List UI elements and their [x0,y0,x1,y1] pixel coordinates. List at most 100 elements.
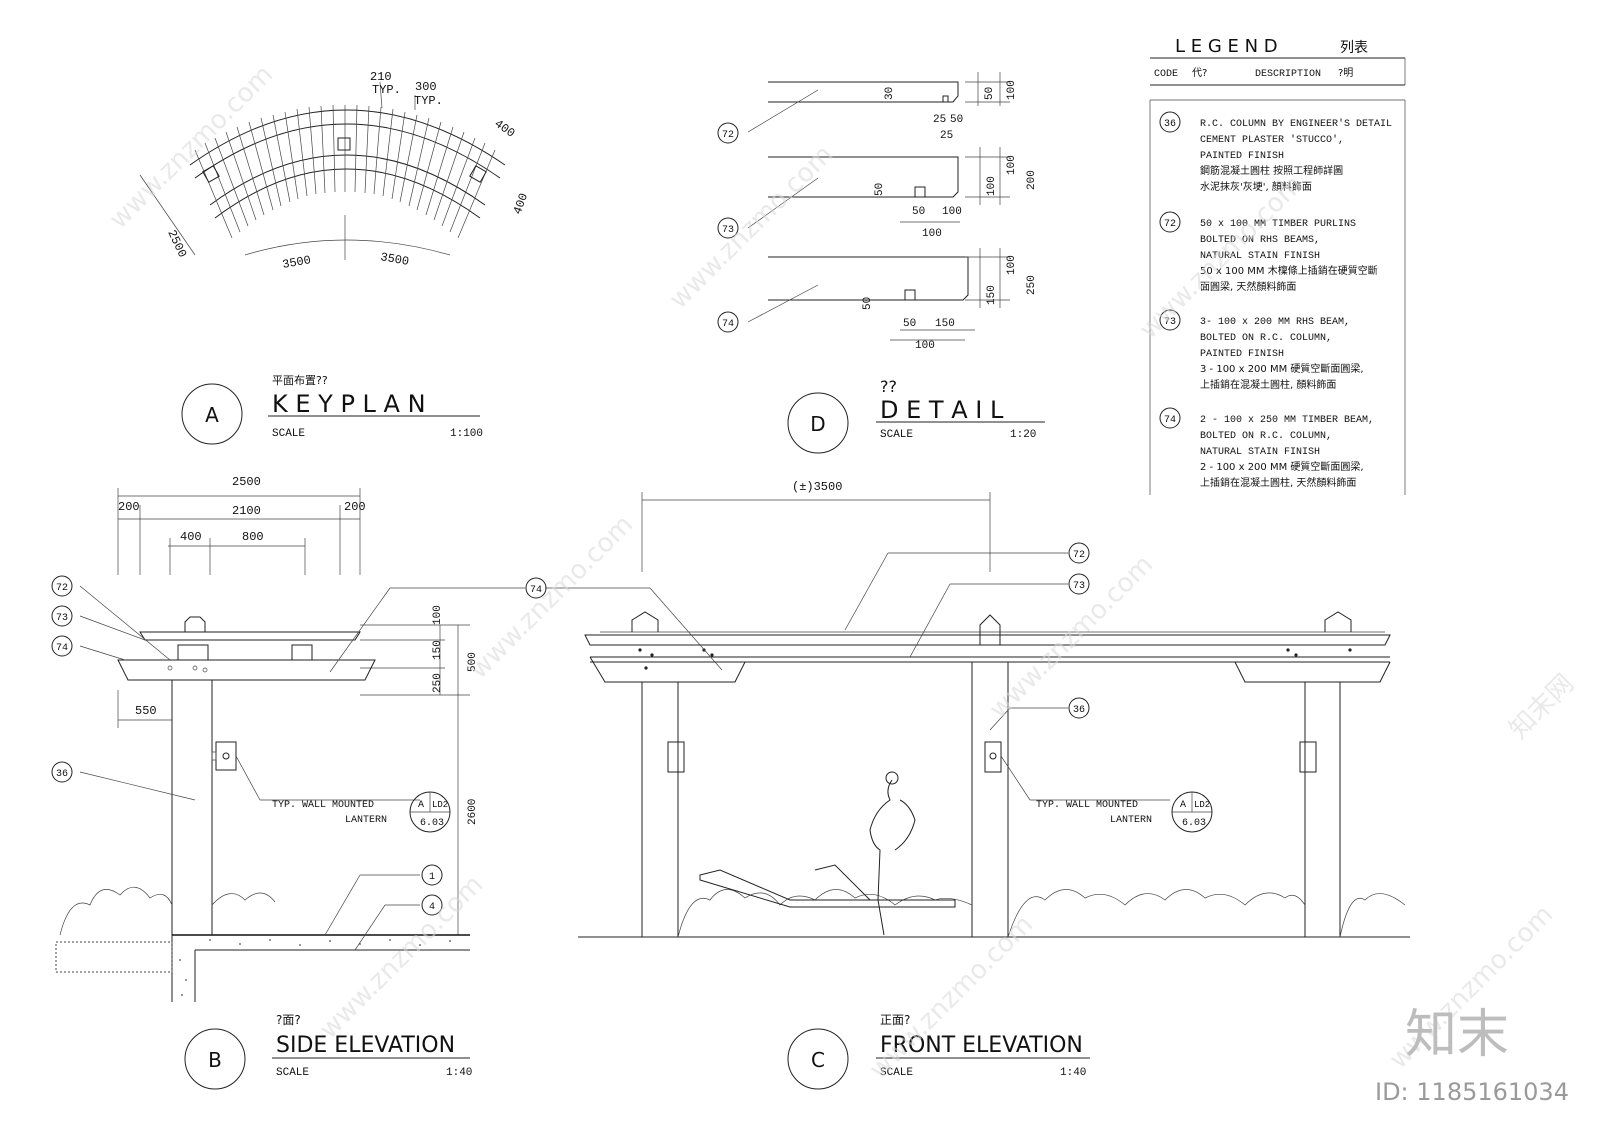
legend-line: 3 - 100 x 200 MM 硬質空斷面圓梁, [1200,362,1364,375]
front-lantern-line2: LANTERN [1110,815,1152,826]
view-title-d: D E T A I L [880,396,1004,424]
scale-value-b: 1:40 [446,1067,472,1079]
legend-code: 73 [1164,317,1176,328]
shared-tag-74: 74 [530,585,542,596]
view-letter-a: A [205,403,219,427]
legend-item-36: 36 R.C. COLUMN BY ENGINEER'S DETAIL CEME… [1159,111,1392,193]
legend-line: 50 x 100 MM 木檁條上插銷在硬質空斷 [1200,264,1378,277]
legend-line: PAINTED FINISH [1200,151,1284,162]
legend-line: 3- 100 x 200 MM RHS BEAM, [1200,317,1350,328]
legend-col-desc-cn: ?明 [1338,67,1353,79]
side-dim-400: 400 [180,530,202,544]
d72-50a: 50 [950,114,963,126]
dim-3500-b: 3500 [379,250,410,269]
key-plan-drawing: 210 TYP. 300 TYP. 400 400 2500 3500 3500 [139,70,532,272]
view-cn-c: 正面? [880,1013,910,1027]
side-dim-200-b: 200 [344,500,366,514]
watermark-site: www.znzmo.com [464,510,639,685]
dim-typ-1: TYP. [372,83,401,97]
detail-tag-73: 73 [722,225,734,236]
title-block-b: B ?面? SIDE ELEVATION SCALE 1:40 [184,1013,472,1090]
legend-line: BOLTED ON R.C. COLUMN, [1200,431,1332,442]
d74-250: 250 [1026,275,1038,295]
legend-item-73: 73 3- 100 x 200 MM RHS BEAM, BOLTED ON R… [1159,309,1364,391]
legend-line: 上插銷在混凝土圓柱, 顏料飾面 [1200,378,1336,391]
legend-line: CEMENT PLASTER 'STUCCO', [1200,134,1344,146]
legend-title: L E G E N D [1175,36,1278,57]
legend-line: 水泥抹灰'灰埂', 顏料飾面 [1200,180,1312,193]
title-block-c: C 正面? FRONT ELEVATION SCALE 1:40 [787,1013,1090,1090]
side-ref-ld: LD2 [432,800,448,810]
d72-25a: 25 [933,114,946,126]
scale-label-b: SCALE [276,1067,309,1079]
side-dim-100: 100 [432,605,444,625]
side-dim-2100: 2100 [232,504,261,518]
side-tag-72: 72 [56,583,68,594]
d73-50v: 50 [874,183,886,196]
d73-100r: 100 [1006,155,1018,175]
dim-400-a: 400 [492,117,518,141]
dim-300: 300 [415,80,437,94]
watermark-site: www.znzmo.com [314,870,489,1045]
side-dim-250: 250 [432,673,444,693]
legend-title-cn: 列表 [1340,40,1368,56]
legend-code: 36 [1164,119,1176,130]
scale-value-c: 1:40 [1060,1067,1086,1079]
side-tag-36: 36 [56,769,68,780]
dim-typ-2: TYP. [414,94,443,108]
legend-line: 50 x 100 MM TIMBER PURLINS [1200,219,1356,230]
dim-3500-a: 3500 [281,253,312,272]
front-ref-num: 6.03 [1182,818,1206,829]
side-dim-150: 150 [432,640,444,660]
legend-line: 面圓梁, 天然顏料飾面 [1200,280,1296,293]
watermark-site: www.znzmo.com [864,910,1039,1085]
watermark-site: www.znzmo.com [104,60,279,235]
detail-drawing: 30 25 50 25 50 100 50 50 100 100 100 100… [717,72,1038,352]
dim-400-b: 400 [511,191,532,216]
view-letter-b: B [208,1048,222,1072]
scale-label-a: SCALE [272,428,305,440]
legend-line: BOLTED ON R.C. COLUMN, [1200,333,1332,344]
view-title-a: K E Y P L A N [272,390,426,418]
front-tag-36: 36 [1073,705,1085,716]
legend-line: R.C. COLUMN BY ENGINEER'S DETAIL [1200,118,1392,130]
side-dim-2600: 2600 [467,799,479,825]
side-tag-1: 1 [429,872,435,883]
d74-150: 150 [935,318,955,330]
legend-line: 2 - 100 x 250 MM TIMBER BEAM, [1200,415,1374,426]
legend-line: 鋼筋混凝土圓柱 按照工程師詳圖 [1200,164,1343,177]
side-tag-4: 4 [429,902,435,913]
legend-col-code-cn: 代? [1192,67,1207,79]
scale-label-c: SCALE [880,1067,913,1079]
legend-line: BOLTED ON RHS BEAMS, [1200,235,1320,246]
front-ref-ld: LD2 [1194,800,1210,810]
front-ref-a: A [1180,800,1186,811]
d74-50: 50 [903,318,916,330]
d74-150v: 150 [986,285,998,305]
side-tag-73: 73 [56,613,68,624]
d73-100v: 100 [986,176,998,196]
scale-label-d: SCALE [880,429,913,441]
legend-line: 2 - 100 x 200 MM 硬質空斷面圓梁, [1200,460,1364,473]
detail-tag-74: 74 [722,319,734,330]
side-elevation-drawing: 2500 200 2100 200 400 800 100 150 500 25… [51,475,547,1002]
view-cn-d: ?? [880,377,897,396]
d72-50b: 50 [984,87,996,100]
d73-100a: 100 [942,206,962,218]
watermark-site: www.znzmo.com [664,140,839,315]
legend-line: NATURAL STAIN FINISH [1200,251,1320,262]
side-ref-a: A [418,800,424,811]
legend-col-desc: DESCRIPTION [1255,69,1321,80]
side-lantern-line2: LANTERN [345,815,387,826]
front-tag-73: 73 [1073,581,1085,592]
watermark-site: www.znzmo.com [984,550,1159,725]
title-block-d: D ?? D E T A I L SCALE 1:20 [787,377,1045,454]
side-dim-2500: 2500 [232,475,261,489]
view-cn-a: 平面布置?? [272,374,328,387]
side-dim-800: 800 [242,530,264,544]
scale-value-d: 1:20 [1010,429,1036,441]
side-tag-74: 74 [56,643,68,654]
watermark-id: ID: 1185161034 [1375,1078,1569,1106]
d74-50v: 50 [862,297,874,310]
